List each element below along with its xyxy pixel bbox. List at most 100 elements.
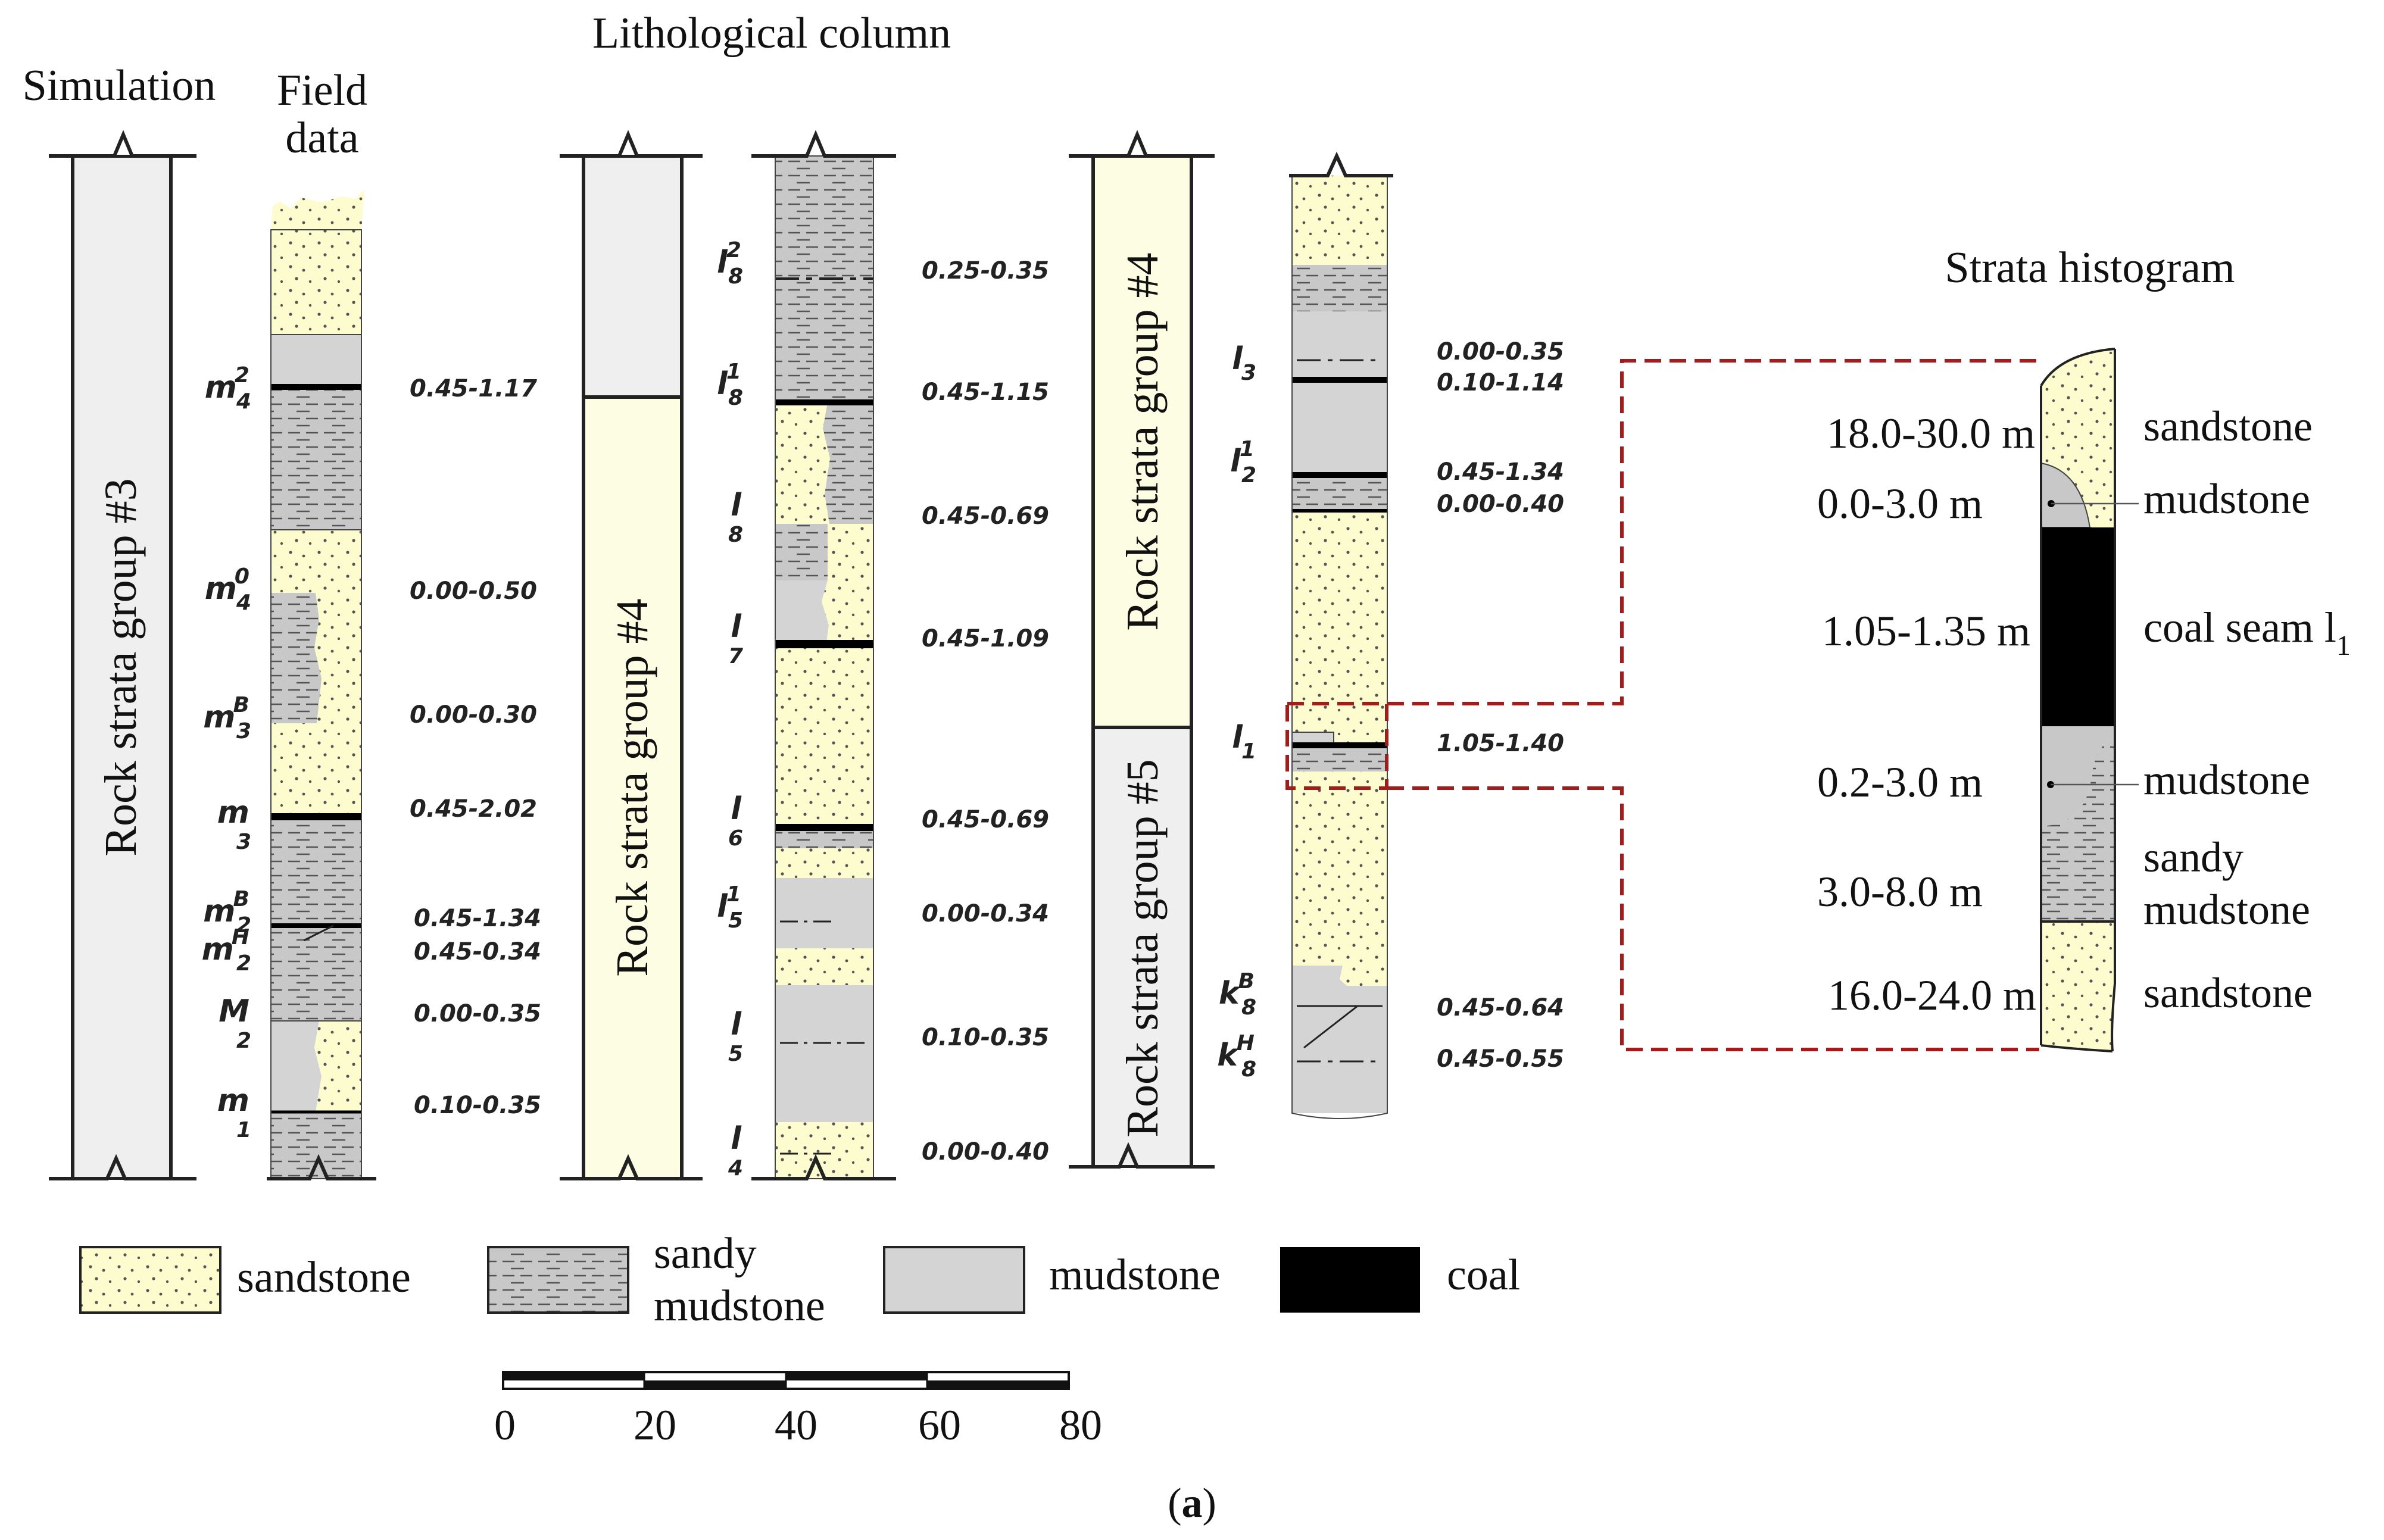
strata-histogram-column [2040,348,2139,1052]
col3-label: l1 [1232,720,1256,764]
col3-label: l3 [1232,341,1256,385]
legend-swatch-sandy-mudstone [487,1246,629,1314]
legend-swatch-coal [1280,1247,1420,1313]
header-data: data [285,114,358,163]
header-lithological-column: Lithological column [592,9,951,58]
legend-label-sandstone: sandstone [237,1253,411,1302]
col3-range: 0.45-0.55 [1437,1045,1564,1073]
l-series-column [751,130,896,1198]
col3-range: 1.05-1.40 [1437,730,1564,757]
legend-label-mudstone: mudstone [1049,1251,1221,1300]
legend-label-sandy: sandy [654,1229,757,1278]
col2-range: 0.45-1.09 [922,625,1049,652]
rock-sandstone-bottom: sandstone [2143,969,2313,1017]
col2-ranges: 0.25-0.35 0.45-1.15 0.45-0.69 0.45-1.09 … [922,257,1049,1166]
rock-sandy-mudstone: mudstone [2143,886,2310,933]
col1-ranges: 0.45-1.17 0.00-0.50 0.00-0.30 0.45-2.02 … [410,375,541,1119]
callout-upper-line [1387,359,2039,705]
col1-range: 0.45-2.02 [410,795,537,823]
col2-range: 0.00-0.34 [922,900,1049,927]
col3-ranges: 0.00-0.35 0.10-1.14 0.45-1.34 0.00-0.40 … [1437,338,1564,1073]
header-strata-histogram: Strata histogram [1945,243,2235,292]
col3-range: 0.10-1.14 [1437,369,1564,396]
rock-mudstone-bottom: mudstone [2143,756,2310,804]
header-field: Field [277,66,367,115]
scale-tick: 40 [775,1401,817,1449]
group-4-5-strip: Rock strata group #4 Rock strata group #… [1069,130,1215,1186]
col2-range: 0.00-0.40 [922,1138,1049,1166]
col1-range: 0.00-0.50 [410,577,537,605]
col3-range: 0.45-1.34 [1437,458,1564,486]
scale-bar: 0 20 40 60 80 [494,1371,1102,1449]
col1-range: 0.45-0.34 [414,938,541,966]
field-data-column [250,189,387,1198]
thickness-mudstone-top: 0.0-3.0 m [1817,480,1983,527]
col3-range: 0.00-0.35 [1437,338,1564,366]
group-4-strip: Rock strata group #4 [560,130,703,1198]
col2-range: 0.45-0.69 [922,806,1049,833]
col3-range: 0.00-0.40 [1437,491,1564,518]
thickness-mudstone-bottom: 0.2-3.0 m [1817,758,1983,806]
group-4-label-b: Rock strata group #4 [1118,252,1168,630]
col1-range: 0.00-0.30 [410,701,537,729]
header-simulation: Simulation [23,61,216,110]
legend: sandstone sandy mudstone mudstone coal [79,1229,1520,1330]
col2-range: 0.25-0.35 [922,257,1049,285]
group-3-label: Rock strata group #3 [96,478,146,856]
thickness-sandy-mudstone: 3.0-8.0 m [1817,868,1983,916]
simulation-column: Rock strata group #3 [49,130,196,1198]
group-5-label: Rock strata group #5 [1118,759,1168,1137]
figure-caption: (a) [1168,1480,1216,1526]
thickness-sandstone-bottom: 16.0-24.0 m [1828,972,2036,1019]
col1-range: 0.45-1.17 [410,375,537,402]
col2-range: 0.45-0.69 [922,502,1049,530]
legend-label-sandy-mudstone: mudstone [654,1282,825,1330]
l1-k8-column [1274,151,1405,1119]
legend-swatch-mudstone [883,1246,1025,1314]
scale-tick: 60 [918,1401,961,1449]
col2-range: 0.10-0.35 [922,1024,1049,1051]
legend-label-coal: coal [1447,1251,1520,1300]
thickness-sandstone-top: 18.0-30.0 m [1827,410,2035,457]
col1-range: 0.10-0.35 [414,1092,541,1119]
callout-box [1285,702,1388,790]
col1-range: 0.00-0.35 [414,1000,541,1027]
rock-sandstone-top: sandstone [2143,402,2313,450]
scale-tick: 0 [494,1401,516,1449]
col3-range: 0.45-0.64 [1437,994,1564,1022]
scale-tick: 80 [1059,1401,1102,1449]
rock-coal-seam: coal seam l1 [2143,604,2351,661]
legend-swatch-sandstone [79,1246,221,1314]
col2-range: 0.45-1.15 [922,379,1049,406]
scale-tick: 20 [634,1401,676,1449]
callout-lines [1285,359,2039,1051]
thickness-coal: 1.05-1.35 m [1822,607,2030,655]
callout-lower-line [1387,786,2039,1051]
rock-mudstone-top: mudstone [2143,475,2310,523]
rock-sandy: sandy [2143,833,2243,881]
